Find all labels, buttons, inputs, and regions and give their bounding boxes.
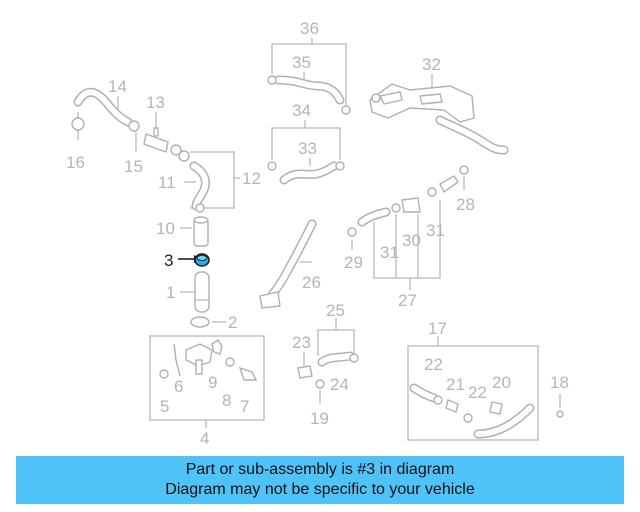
- part-10-fitting: [180, 216, 209, 247]
- label-6: 6: [174, 377, 183, 396]
- label-13: 13: [146, 93, 165, 112]
- label-18: 18: [550, 373, 569, 392]
- label-35: 35: [292, 53, 311, 72]
- label-8: 8: [222, 391, 231, 410]
- label-30: 30: [402, 231, 421, 250]
- label-32: 32: [422, 55, 441, 74]
- part-1-hose: [180, 271, 210, 313]
- part-group-25: [297, 318, 359, 404]
- part-group-4: [149, 335, 265, 428]
- part-3-highlighted[interactable]: [178, 253, 210, 267]
- label-21: 21: [446, 375, 465, 394]
- part-18-bolt: [556, 394, 564, 418]
- label-23: 23: [292, 333, 311, 352]
- label-14: 14: [108, 77, 127, 96]
- label-17: 17: [428, 319, 447, 338]
- label-31a: 31: [426, 221, 445, 240]
- label-5: 5: [160, 397, 169, 416]
- label-15: 15: [124, 157, 143, 176]
- label-28: 28: [456, 195, 475, 214]
- label-2: 2: [228, 313, 237, 332]
- label-10: 10: [156, 219, 175, 238]
- label-29: 29: [344, 253, 363, 272]
- label-24: 24: [330, 375, 349, 394]
- part-26-pipe: [259, 219, 317, 309]
- label-4: 4: [200, 429, 209, 448]
- label-36: 36: [300, 19, 319, 38]
- part-group-34: [267, 120, 345, 185]
- part-13-fitting: [143, 112, 182, 156]
- label-12: 12: [242, 169, 261, 188]
- label-9: 9: [208, 373, 217, 392]
- label-7: 7: [240, 397, 249, 416]
- label-3[interactable]: 3: [164, 251, 173, 270]
- label-33: 33: [298, 139, 317, 158]
- part-group-17: [407, 336, 539, 441]
- part-group-36: [267, 38, 351, 115]
- label-19: 19: [310, 409, 329, 428]
- label-22a: 22: [424, 355, 443, 374]
- banner-line-2: Diagram may not be specific to your vehi…: [165, 481, 475, 498]
- part-group-27: [347, 165, 469, 290]
- part-32: [369, 74, 509, 155]
- label-11: 11: [158, 173, 176, 192]
- label-16: 16: [66, 153, 85, 172]
- label-27: 27: [398, 291, 417, 310]
- part-2-clamp: [190, 316, 226, 328]
- label-1: 1: [166, 283, 175, 302]
- label-26: 26: [302, 273, 321, 292]
- label-20: 20: [492, 373, 511, 392]
- part-group-12: [178, 150, 240, 213]
- label-34: 34: [292, 101, 311, 120]
- callout-labels: 36 35 34 33 32 14 13 16 15 11 12 10 3 1 …: [66, 19, 569, 448]
- banner-line-1: Part or sub-assembly is #3 in diagram: [185, 461, 455, 478]
- label-22b: 22: [468, 383, 487, 402]
- label-31b: 31: [380, 243, 399, 262]
- part-14-hose: [71, 87, 140, 152]
- info-banner: Part or sub-assembly is #3 in diagram Di…: [16, 456, 624, 504]
- label-25: 25: [326, 301, 345, 320]
